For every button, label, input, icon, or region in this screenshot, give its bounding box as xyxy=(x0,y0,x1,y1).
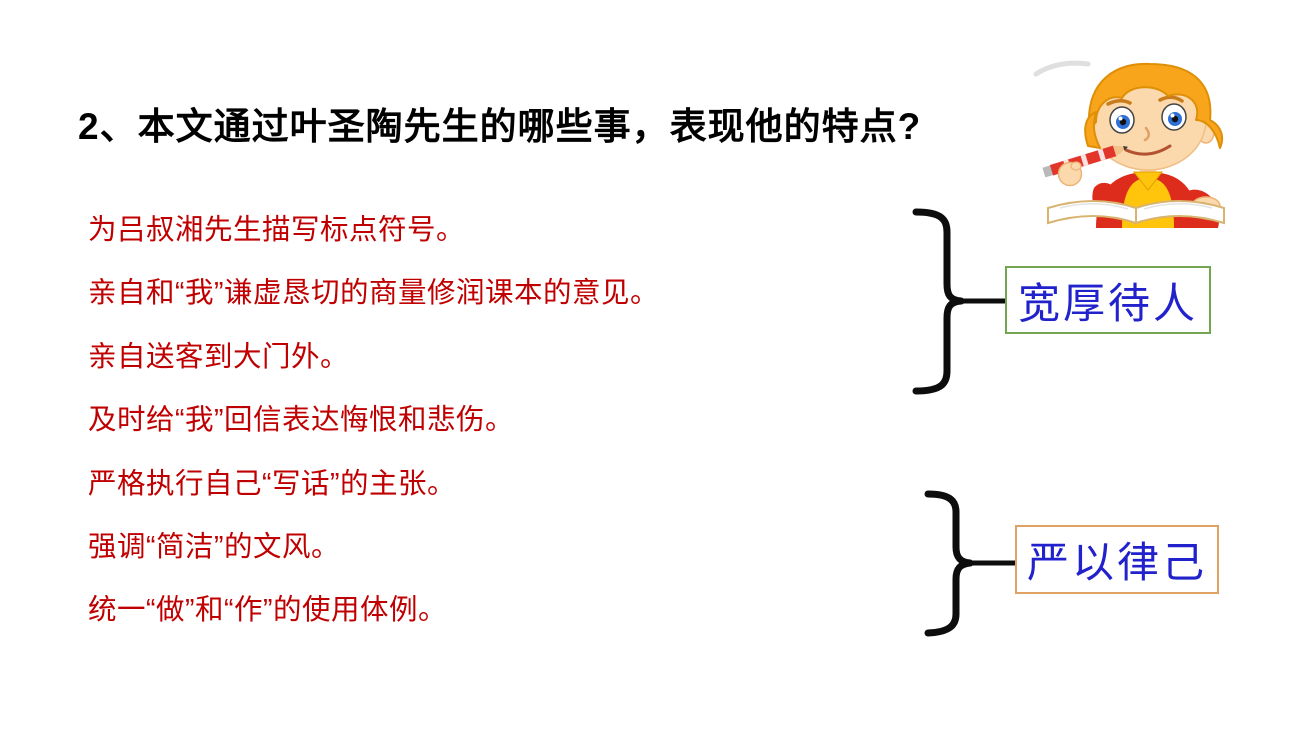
list-item: 强调“简洁”的文风。 xyxy=(88,531,340,564)
group-box-strict: 严以律己 xyxy=(1015,525,1219,594)
brace-top-icon xyxy=(912,208,965,395)
list-item: 及时给“我”回信表达悔恨和悲伤。 xyxy=(88,404,514,437)
page-title: 2、本文通过叶圣陶先生的哪些事，表现他的特点? xyxy=(78,106,922,147)
hair xyxy=(1084,62,1224,149)
group-label: 宽厚待人 xyxy=(1017,279,1198,327)
list-item: 统一“做”和“作”的使用体例。 xyxy=(88,594,447,627)
list-item: 严格执行自己“写话”的主张。 xyxy=(88,467,456,500)
open-book xyxy=(1047,200,1225,225)
eye xyxy=(1109,106,1135,134)
background-swoosh xyxy=(1033,60,1091,77)
smile xyxy=(1124,144,1172,156)
list-item: 亲自和“我”谦虚恳切的商量修润课本的意见。 xyxy=(88,277,659,310)
list-item: 亲自送客到大门外。 xyxy=(88,340,350,373)
question-list: 为吕叔湘先生描写标点符号。 亲自和“我”谦虚恳切的商量修润课本的意见。 亲自送客… xyxy=(88,199,659,643)
eyebrow xyxy=(1158,95,1184,103)
brace-bottom-icon xyxy=(924,490,974,637)
nose xyxy=(1143,126,1150,142)
eye xyxy=(1161,103,1187,131)
list-item: 为吕叔湘先生描写标点符号。 xyxy=(88,214,466,246)
boy-writing-illustration xyxy=(1033,60,1225,228)
eyebrow xyxy=(1106,99,1132,106)
group-box-generous: 宽厚待人 xyxy=(1005,266,1211,334)
group-label: 严以律己 xyxy=(1026,539,1207,586)
writing-hand xyxy=(1057,161,1083,187)
